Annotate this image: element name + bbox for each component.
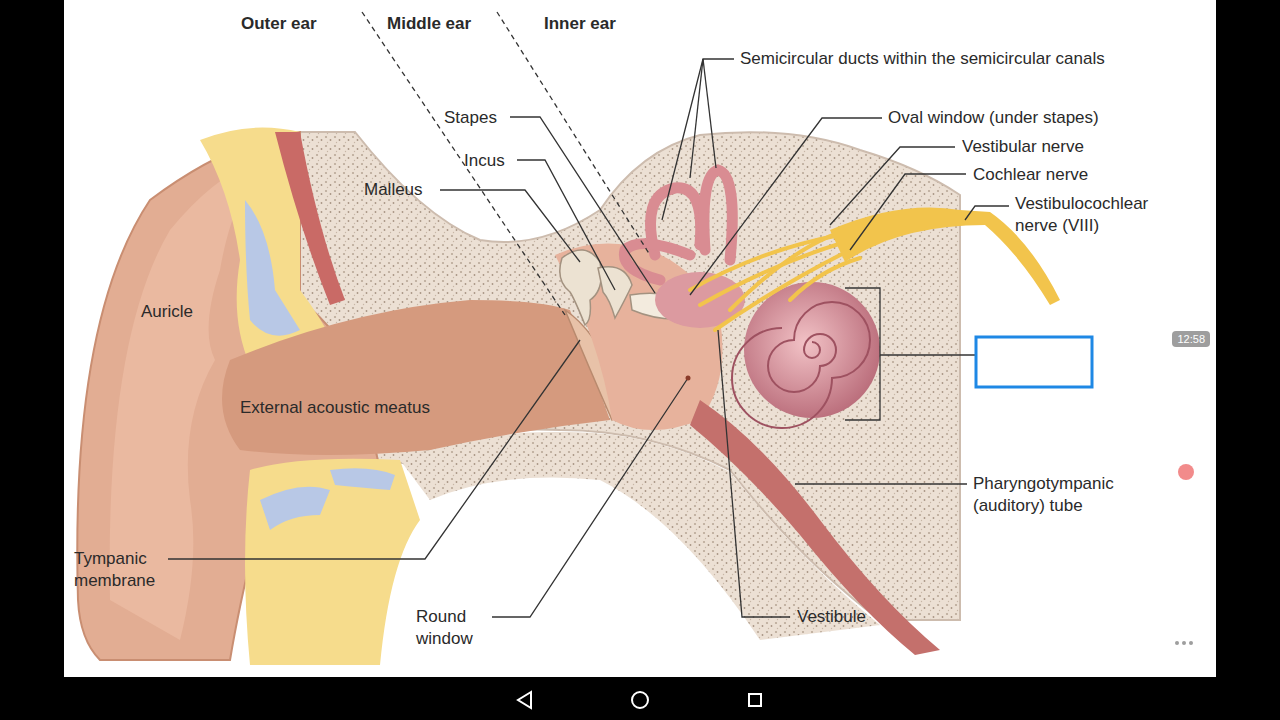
part-label: Round window [416, 606, 488, 650]
cochlea-shape [744, 282, 880, 418]
part-label: Tympanic membrane [74, 548, 174, 592]
nerve-fibres [690, 228, 860, 330]
record-dot [1178, 464, 1194, 480]
cochlea-spiral [732, 302, 870, 428]
semicircular-canals [624, 170, 732, 280]
part-label: Stapes [444, 107, 497, 129]
region-heading: Middle ear [387, 13, 471, 35]
cartilage-blue [330, 468, 395, 490]
part-label: Semicircular ducts within the semicircul… [740, 48, 1105, 70]
part-label: Cochlear nerve [973, 164, 1088, 186]
page-ground [64, 0, 1216, 677]
part-label: Vestibulocochlear nerve (VIII) [1015, 193, 1180, 237]
ear-canal [222, 300, 610, 455]
cartilage-blue [245, 200, 300, 336]
part-label: Malleus [364, 179, 423, 201]
leader-lines [168, 59, 1009, 617]
hidden-label-box [976, 337, 1092, 387]
region-divider [362, 12, 565, 315]
region-divider [497, 12, 650, 255]
round-window-dot [686, 376, 691, 381]
cartilage-lower [245, 459, 420, 665]
part-label: Vestibular nerve [962, 136, 1084, 158]
part-label: Incus [464, 150, 505, 172]
part-label: Pharyngotympanic (auditory) tube [973, 473, 1148, 517]
incus-shape [598, 267, 632, 318]
nav-buttons [518, 692, 761, 708]
middle-ear-cavity [555, 244, 723, 430]
muscle [275, 132, 345, 305]
part-label: Vestibule [797, 606, 866, 628]
cartilage-blue [260, 487, 330, 530]
region-heading: Inner ear [544, 13, 616, 35]
time-badge: 12:58 [1172, 331, 1210, 347]
malleus-shape [560, 250, 601, 325]
part-label: Oval window (under stapes) [888, 107, 1099, 129]
region-heading: Outer ear [241, 13, 317, 35]
menu-dots [1175, 641, 1193, 645]
part-label: Auricle [141, 301, 193, 323]
part-label: External acoustic meatus [240, 397, 430, 419]
